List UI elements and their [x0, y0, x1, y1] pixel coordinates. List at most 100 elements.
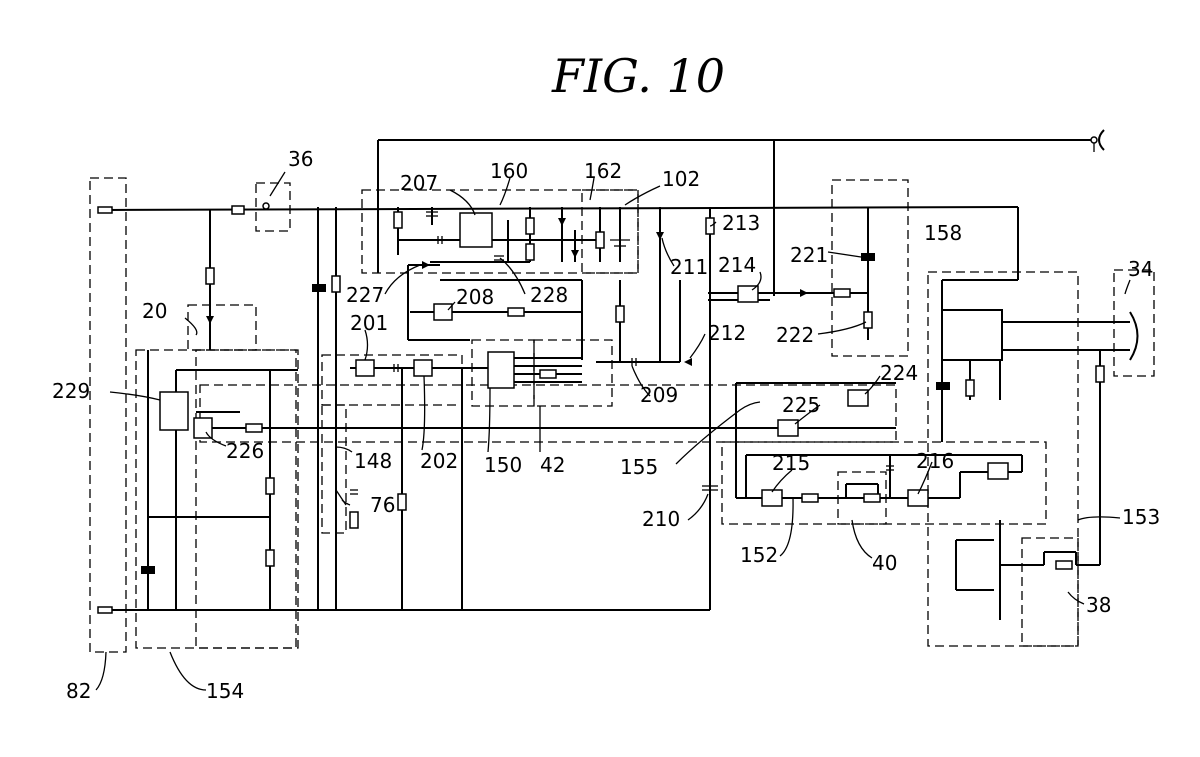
- component-208: [433, 303, 453, 321]
- component-202: [413, 359, 433, 377]
- diode: [558, 218, 566, 226]
- resistor: [397, 493, 407, 511]
- diode-212: [684, 358, 692, 366]
- leader-lines: [95, 171, 1131, 691]
- block-162: [581, 189, 639, 274]
- block-154-right: [195, 349, 299, 649]
- label-216: 216: [916, 449, 954, 473]
- label-226: 226: [226, 439, 264, 463]
- label-36: 36: [288, 147, 313, 171]
- resistor: [863, 493, 881, 503]
- ic-226: [193, 417, 213, 439]
- label-42: 42: [540, 453, 565, 477]
- filled-component-221: [861, 253, 875, 261]
- label-150: 150: [484, 453, 522, 477]
- label-38: 38: [1086, 593, 1111, 617]
- diode-227: [422, 261, 430, 269]
- resistor: [331, 275, 341, 293]
- resistor: [1055, 560, 1073, 570]
- reference-labels: 36 207 160 162 102 213 221 158 214 211 2…: [52, 147, 1160, 703]
- label-211: 211: [670, 255, 708, 279]
- resistor: [507, 307, 525, 317]
- label-208: 208: [456, 285, 494, 309]
- filled-component: [312, 284, 326, 292]
- label-201: 201: [350, 311, 388, 335]
- resistor: [525, 243, 535, 261]
- label-210: 210: [642, 507, 680, 531]
- resistor: [539, 369, 557, 379]
- block-155: [199, 384, 897, 443]
- label-158: 158: [924, 221, 962, 245]
- label-153: 153: [1122, 505, 1160, 529]
- components: [97, 129, 1139, 614]
- block-150: [471, 339, 535, 407]
- figure-title: FIG. 10: [551, 49, 725, 103]
- filled-component: [141, 566, 155, 574]
- component-216: [907, 489, 929, 507]
- label-212: 212: [708, 321, 746, 345]
- label-34: 34: [1128, 257, 1153, 281]
- antenna-connector: [1098, 129, 1105, 151]
- block-82: [89, 177, 127, 653]
- label-148: 148: [354, 449, 392, 473]
- diode: [571, 250, 579, 258]
- label-228: 228: [530, 283, 568, 307]
- filled-component: [936, 382, 950, 390]
- ic-207: [459, 212, 493, 248]
- resistor: [801, 493, 819, 503]
- resistor: [349, 511, 359, 529]
- switch-36: [231, 205, 245, 215]
- block-160: [361, 189, 639, 274]
- resistor: [205, 267, 215, 285]
- label-40: 40: [872, 551, 897, 575]
- label-229: 229: [52, 379, 90, 403]
- component-225: [777, 419, 799, 437]
- antenna-node: [1090, 136, 1098, 144]
- label-225: 225: [782, 393, 820, 417]
- label-224: 224: [880, 361, 918, 385]
- label-160: 160: [490, 159, 528, 183]
- label-209: 209: [640, 383, 678, 407]
- resistor-222: [863, 311, 873, 329]
- terminal-minus: [97, 606, 113, 614]
- label-213: 213: [722, 211, 760, 235]
- terminal-plus: [97, 206, 113, 214]
- resistor: [393, 211, 403, 229]
- label-162: 162: [584, 159, 622, 183]
- label-82: 82: [66, 679, 91, 703]
- resistor: [595, 231, 605, 249]
- resistor: [833, 288, 851, 298]
- switch-contact: [262, 202, 270, 210]
- component-224: [847, 389, 869, 407]
- label-207: 207: [400, 171, 438, 195]
- component-152-out: [987, 462, 1009, 480]
- resistor: [245, 423, 263, 433]
- wiring: [107, 139, 1130, 620]
- block-20: [187, 304, 257, 351]
- ic-229: [159, 391, 189, 431]
- block-148: [321, 404, 347, 534]
- block-36: [255, 182, 291, 232]
- block-201-202: [321, 354, 463, 406]
- resistor: [265, 549, 275, 567]
- label-76: 76: [370, 493, 395, 517]
- component-201: [355, 359, 375, 377]
- label-222: 222: [776, 323, 814, 347]
- resistor: [615, 305, 625, 323]
- diode-211: [656, 232, 664, 240]
- block-153: [927, 271, 1079, 647]
- microcontroller-150: [487, 351, 515, 389]
- component-215: [761, 489, 783, 507]
- label-221: 221: [790, 243, 828, 267]
- diode: [206, 316, 214, 324]
- resistor: [525, 217, 535, 235]
- resistor: [1095, 365, 1105, 383]
- label-20: 20: [142, 299, 167, 323]
- resistor: [265, 477, 275, 495]
- block-38: [1021, 537, 1079, 647]
- label-227: 227: [346, 283, 384, 307]
- label-102: 102: [662, 167, 700, 191]
- label-202: 202: [420, 449, 458, 473]
- label-155: 155: [620, 455, 658, 479]
